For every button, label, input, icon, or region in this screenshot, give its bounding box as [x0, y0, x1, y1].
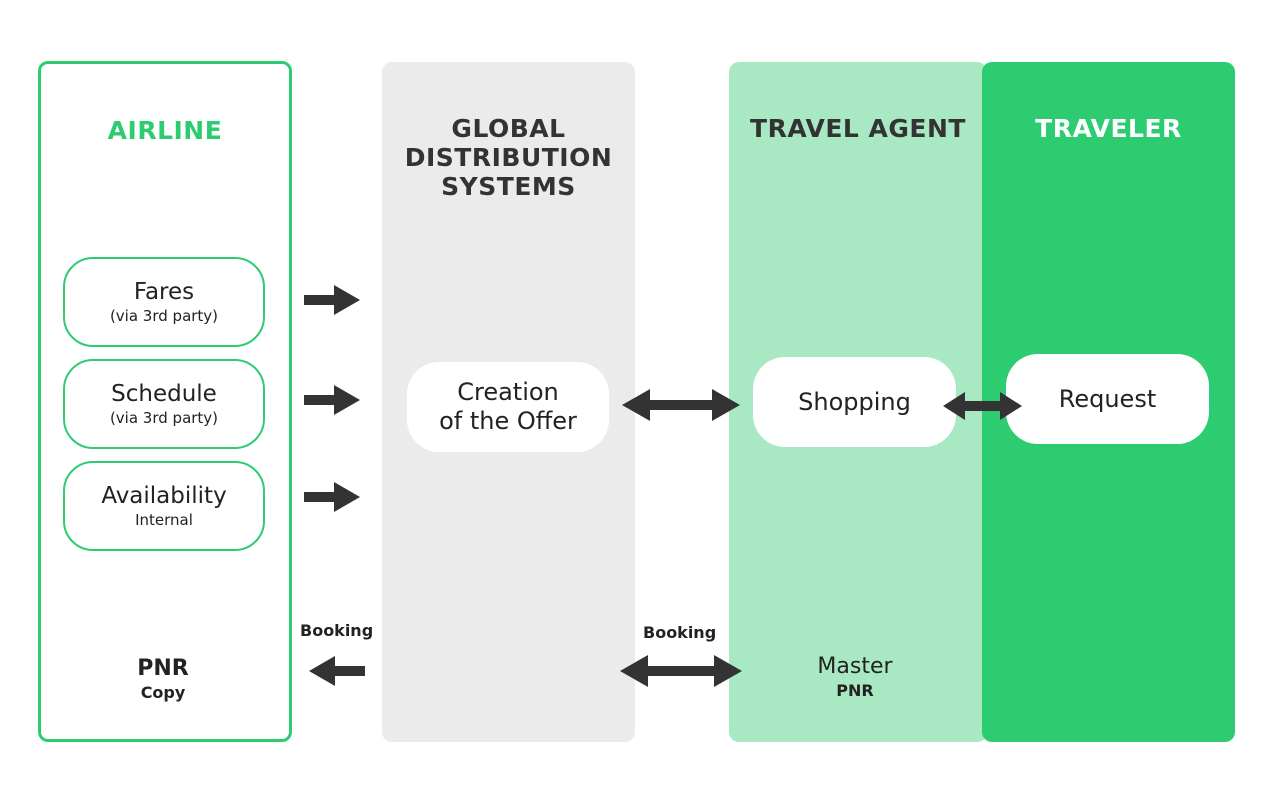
- schedule-label: Schedule: [111, 381, 217, 407]
- master-pnr-node: Master PNR: [780, 653, 930, 702]
- schedule-to-gds-arrow: [304, 385, 360, 415]
- traveler-title: TRAVELER: [1035, 114, 1182, 143]
- fares-label: Fares: [133, 279, 195, 305]
- schedule-sublabel: (via 3rd party): [109, 409, 219, 427]
- shopping-label: Shopping: [798, 387, 911, 416]
- booking-gds-agent-arrow: [620, 655, 742, 687]
- availability-node: Availability Internal: [63, 461, 265, 551]
- offer-creation-node: Creation of the Offer: [407, 362, 609, 452]
- fares-to-gds-arrow: [304, 285, 360, 315]
- offer-shopping-arrow: [622, 389, 740, 421]
- offer-creation-label: Creation of the Offer: [439, 378, 577, 435]
- travel-agent-title: TRAVEL AGENT: [750, 114, 966, 143]
- master-pnr-sublabel: PNR: [836, 681, 874, 700]
- booking-label-right: Booking: [643, 623, 717, 642]
- airline-title: AIRLINE: [107, 116, 223, 145]
- shopping-node: Shopping: [753, 357, 956, 447]
- pnr-copy-label: PNR: [137, 656, 189, 681]
- booking-to-pnr-copy-arrow: [309, 656, 365, 686]
- pnr-copy-sublabel: Copy: [140, 683, 186, 702]
- availability-sublabel: Internal: [135, 511, 193, 529]
- booking-label-left: Booking: [300, 621, 374, 640]
- fares-sublabel: (via 3rd party): [109, 307, 219, 325]
- request-node: Request: [1006, 354, 1209, 444]
- shopping-request-arrow: [943, 392, 1022, 420]
- request-label: Request: [1058, 384, 1157, 413]
- pnr-copy-node: PNR Copy: [88, 655, 238, 704]
- gds-title: GLOBAL DISTRIBUTION SYSTEMS: [404, 114, 613, 201]
- schedule-node: Schedule (via 3rd party): [63, 359, 265, 449]
- fares-node: Fares (via 3rd party): [63, 257, 265, 347]
- availability-label: Availability: [101, 483, 227, 509]
- master-pnr-label: Master: [817, 654, 893, 679]
- availability-to-gds-arrow: [304, 482, 360, 512]
